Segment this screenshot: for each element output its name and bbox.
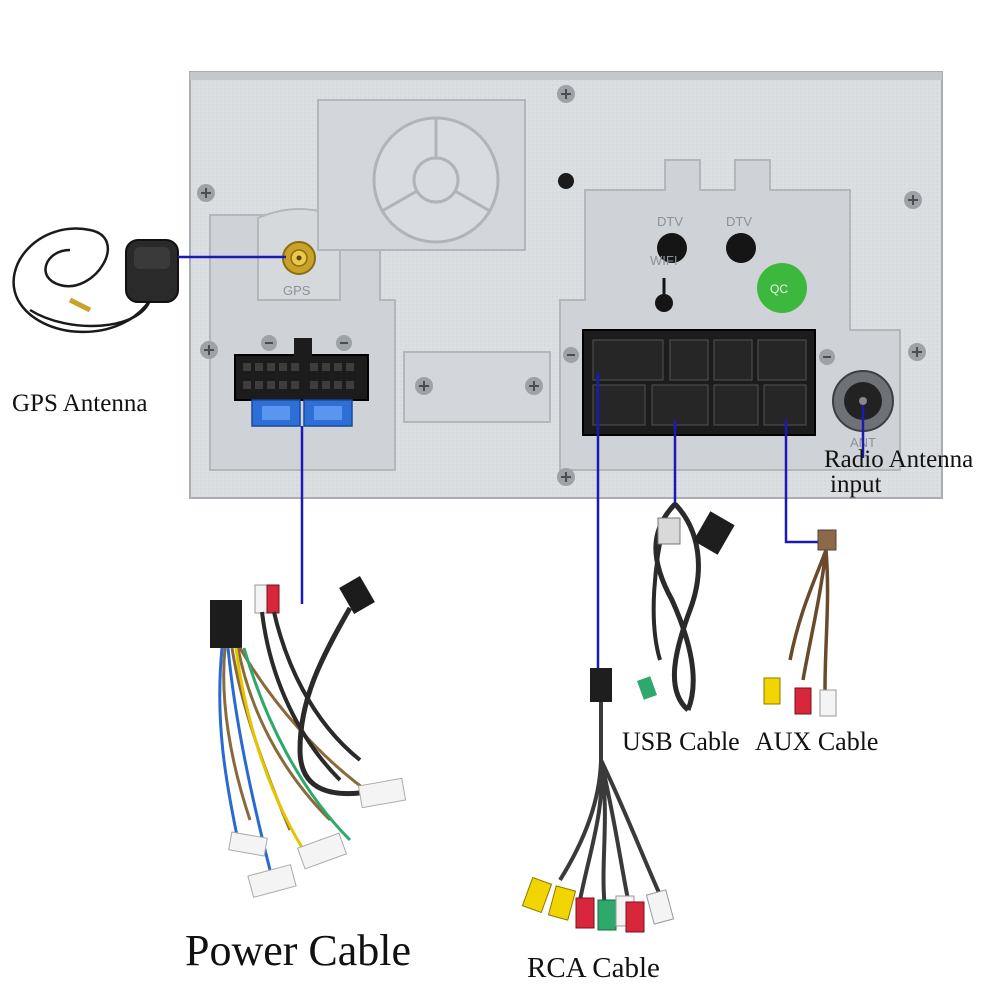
screw-left [197, 184, 215, 202]
dtv-wifi-ports: DTV DTV WIFI [650, 214, 756, 312]
qc-sticker: QC [757, 263, 807, 313]
port-usb [651, 384, 709, 426]
gps-antenna-label: GPS Antenna [12, 390, 148, 417]
dtv-right-marking: DTV [726, 214, 752, 229]
screw-harness-left [261, 335, 277, 351]
screw-right-mid [908, 343, 926, 361]
radio-antenna-label-line1: Radio Antenna [824, 446, 974, 473]
screw-center-right [525, 377, 543, 395]
screw-right [904, 191, 922, 209]
radio-antenna-label-line2: input [830, 471, 882, 498]
usb-cable-label: USB Cable [622, 727, 740, 756]
port-aux [763, 384, 807, 426]
rca-cable-label: RCA Cable [527, 952, 660, 984]
screw-harness-right [336, 335, 352, 351]
screw-bottom [557, 468, 575, 486]
port-rca [592, 339, 664, 381]
screw-center [415, 377, 433, 395]
radio-antenna-socket: ANT [832, 370, 894, 450]
screw-left-mid [200, 341, 218, 359]
screw-block-left [563, 347, 579, 363]
panel-screws [197, 85, 926, 486]
dtv-left-marking: DTV [657, 214, 683, 229]
av-connector-block [582, 329, 816, 436]
gps-sma-connector: GPS [282, 241, 316, 298]
power-cable-harness [210, 576, 407, 898]
aux-cable [763, 529, 837, 717]
aux-cable-label: AUX Cable [755, 727, 879, 756]
power-harness-socket [234, 338, 369, 427]
gps-marking: GPS [283, 283, 311, 298]
power-cable-label: Power Cable [185, 926, 412, 975]
radio-antenna-label: Radio Antenna input [824, 447, 973, 497]
rca-cable [521, 668, 675, 933]
wifi-marking: WIFI [650, 253, 677, 268]
head-unit-back-panel [189, 71, 943, 499]
usb-cable [637, 502, 735, 712]
gps-antenna [12, 227, 179, 334]
screw-top [557, 85, 575, 103]
leader-lines [178, 255, 865, 668]
screw-block-right [819, 349, 835, 365]
qc-sticker-text: QC [770, 282, 788, 296]
leader-aux [784, 420, 818, 544]
